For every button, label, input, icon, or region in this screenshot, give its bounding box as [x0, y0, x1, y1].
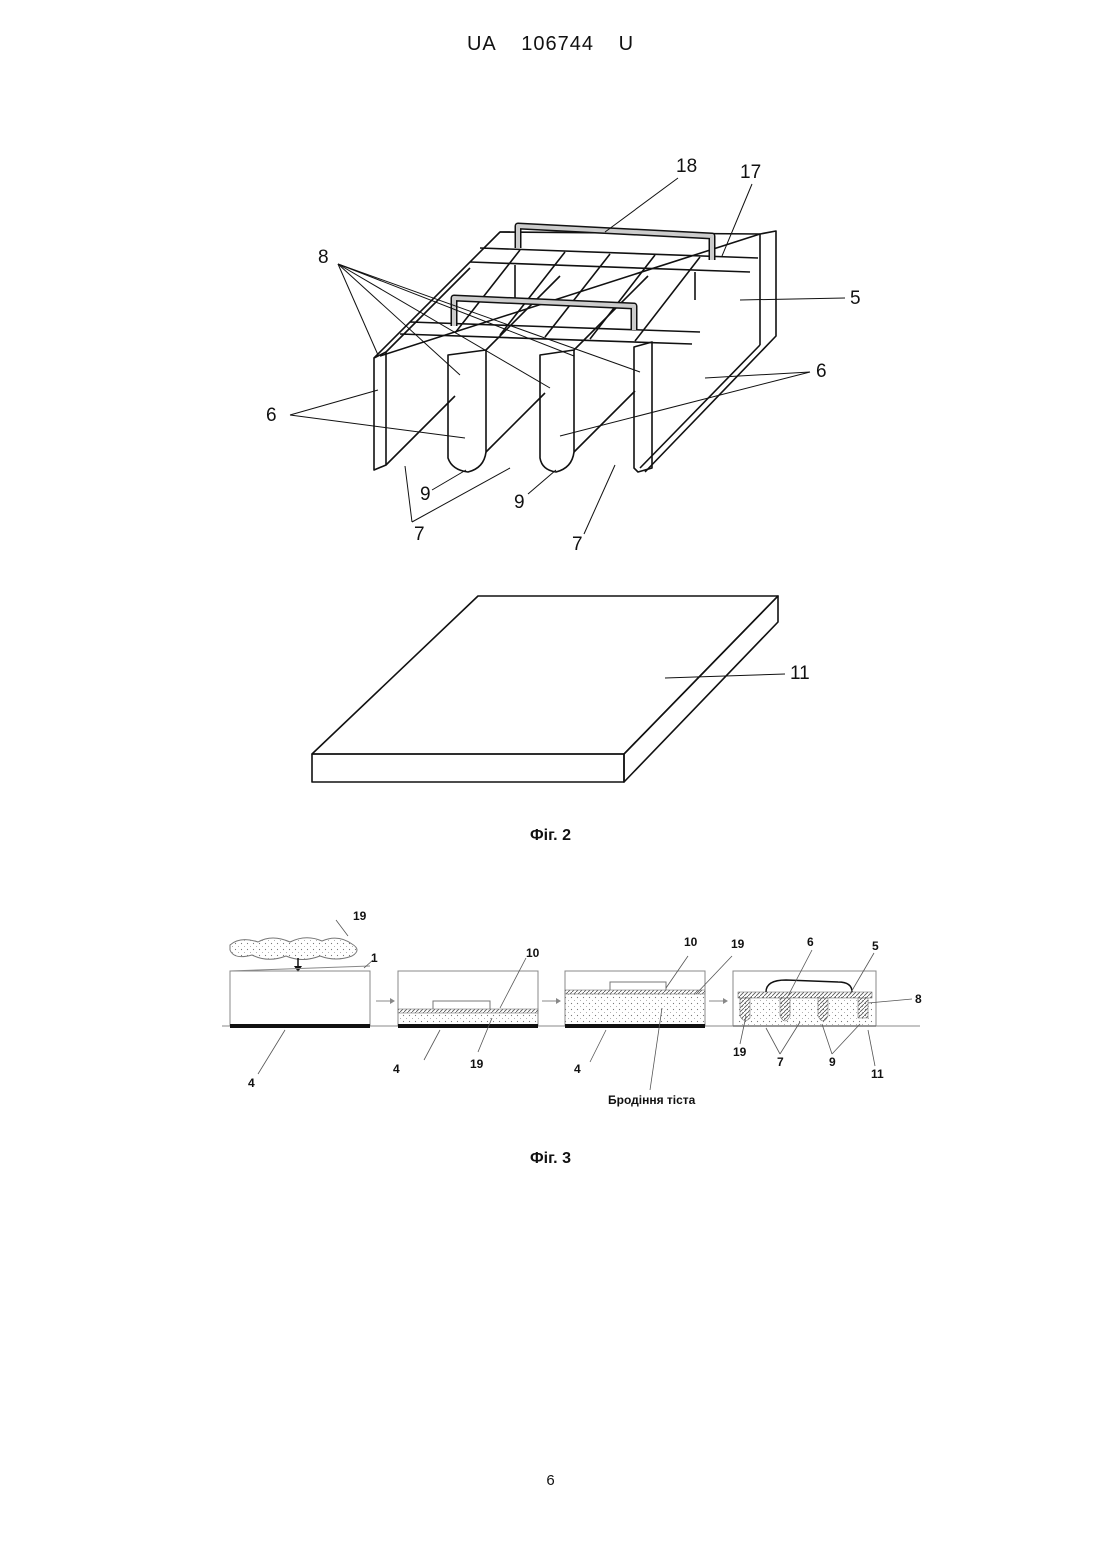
base-4 [230, 1024, 370, 1028]
fig3-label-1: 1 [371, 951, 378, 965]
panel-1 [230, 920, 373, 1074]
fig3-label-7: 7 [777, 1055, 784, 1069]
fig3-label-19-top: 19 [353, 909, 367, 923]
fig3-label-10-p2: 10 [526, 946, 540, 960]
fig3-label-11: 11 [871, 1067, 884, 1081]
fig3-label-4-p2: 4 [393, 1062, 400, 1076]
fig3-label-8: 8 [915, 992, 922, 1006]
fig3-label-5: 5 [872, 939, 879, 953]
fig3-label-6: 6 [807, 935, 814, 949]
plate-10 [398, 1009, 538, 1013]
fig3-label-4-p1: 4 [248, 1076, 255, 1090]
fig3-label-4-p3: 4 [574, 1062, 581, 1076]
fig3-label-10-p3: 10 [684, 935, 698, 949]
fig3-label-fermentation: Бродіння тіста [608, 1093, 696, 1107]
frame-5-section [738, 992, 872, 998]
panel-4 [733, 950, 912, 1066]
fig3-label-19-p4: 19 [733, 1045, 747, 1059]
mould-1 [230, 971, 370, 1026]
panel-3 [565, 956, 732, 1090]
fig3-label-19-p3: 19 [731, 937, 745, 951]
figure-3-caption: Фіг. 3 [0, 1150, 1101, 1168]
fig3-label-9: 9 [829, 1055, 836, 1069]
dough-19 [230, 938, 357, 960]
fig3-label-19-p2: 19 [470, 1057, 484, 1071]
panel-2 [398, 958, 538, 1060]
page-number: 6 [0, 1472, 1101, 1489]
